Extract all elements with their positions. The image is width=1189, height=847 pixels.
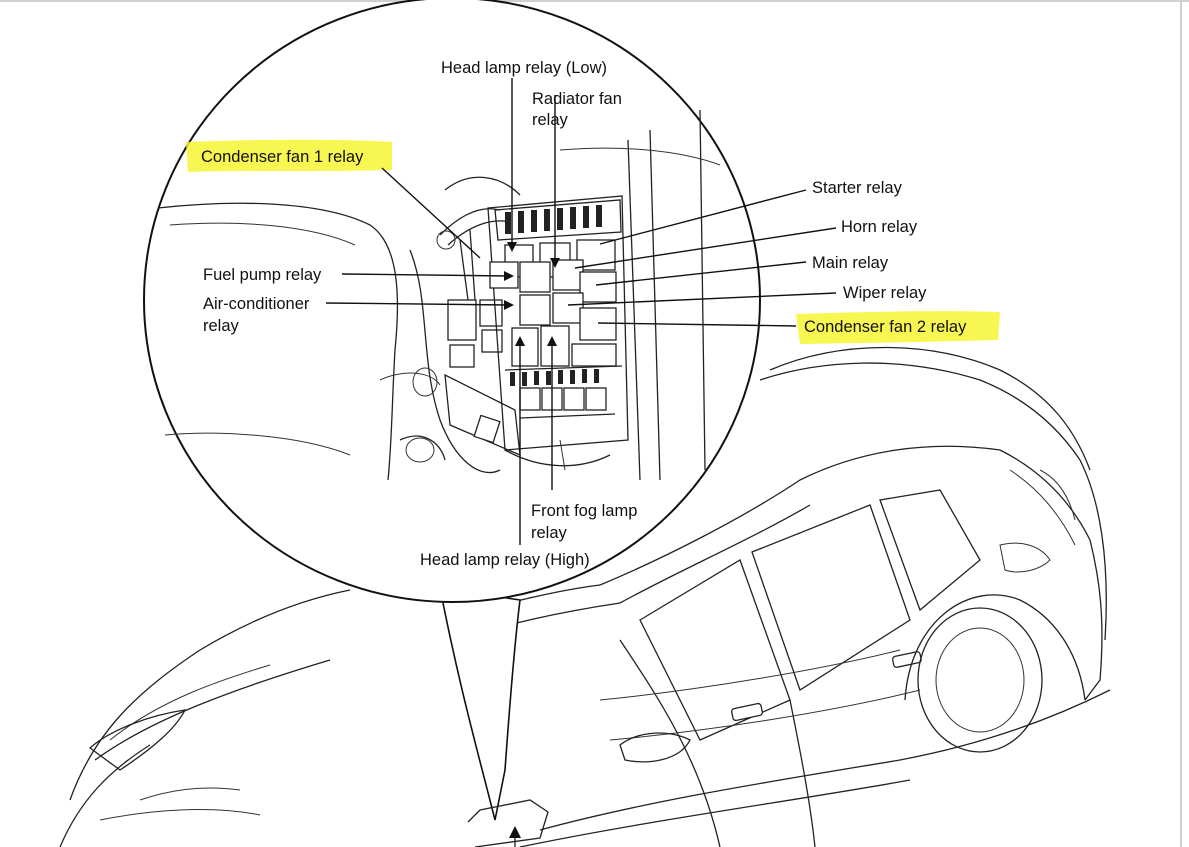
label-head-lamp-high: Head lamp relay (High) bbox=[420, 551, 590, 569]
frame-right-edge bbox=[1180, 0, 1182, 847]
engine-bay-detail bbox=[157, 109, 721, 481]
leader-lines bbox=[325, 78, 837, 545]
label-air-conditioner-line1: Air-conditioner bbox=[203, 295, 310, 313]
label-condenser-fan-1: Condenser fan 1 relay bbox=[201, 148, 364, 166]
fuse-strip bbox=[505, 205, 602, 234]
callout-pointer bbox=[438, 587, 549, 847]
label-starter: Starter relay bbox=[812, 179, 903, 197]
bottom-fuse-row bbox=[510, 369, 599, 386]
label-horn: Horn relay bbox=[841, 218, 918, 236]
highlight-condenser-fan-2 bbox=[796, 311, 1000, 344]
label-front-fog-line2: relay bbox=[531, 524, 568, 542]
label-front-fog-line1: Front fog lamp bbox=[531, 502, 637, 520]
frame-top-edge bbox=[0, 0, 1189, 2]
label-condenser-fan-2: Condenser fan 2 relay bbox=[804, 318, 967, 336]
label-radiator-fan-line1: Radiator fan bbox=[532, 90, 622, 108]
label-wiper: Wiper relay bbox=[843, 284, 927, 302]
label-air-conditioner-line2: relay bbox=[203, 317, 240, 335]
label-radiator-fan-line2: relay bbox=[532, 111, 569, 129]
label-fuel-pump: Fuel pump relay bbox=[203, 266, 322, 284]
car-outline bbox=[59, 346, 1111, 847]
relay-labels: Head lamp relay (Low) Radiator fan relay… bbox=[201, 59, 967, 569]
highlights bbox=[186, 139, 1000, 344]
label-main: Main relay bbox=[812, 254, 889, 272]
highlight-condenser-fan-1 bbox=[186, 139, 392, 172]
label-head-lamp-low: Head lamp relay (Low) bbox=[441, 59, 607, 77]
